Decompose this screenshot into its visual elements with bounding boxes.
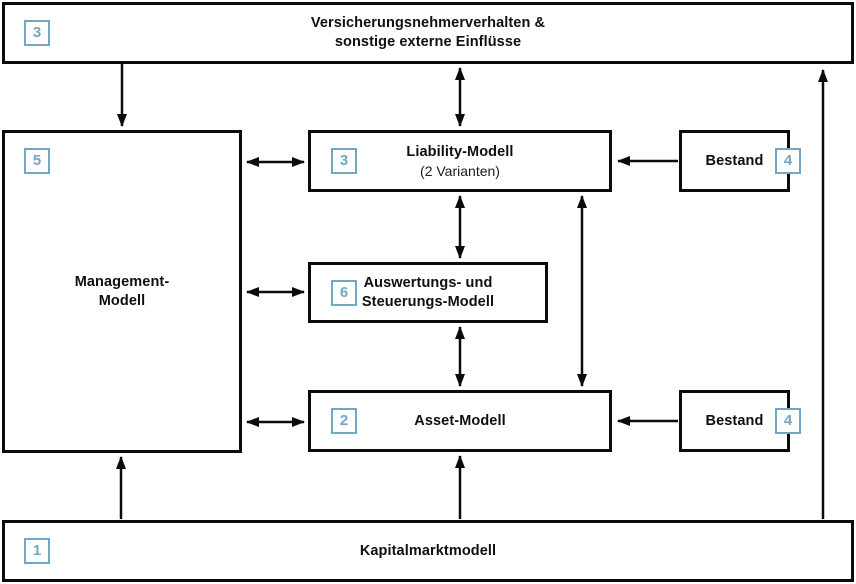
management-model-box: 5 Management- Modell: [2, 130, 242, 453]
capital-market-model-box: 1 Kapitalmarktmodell: [2, 520, 854, 582]
evaluation-model-badge: 6: [331, 279, 357, 306]
external-influences-label-line1: Versicherungsnehmerverhalten &: [310, 15, 546, 31]
evaluation-model-label-line2: Steuerungs-Modell: [361, 293, 495, 310]
bestand-bottom-box: 4 Bestand: [679, 390, 801, 452]
external-influences-box: 3 Versicherungsnehmerverhalten & sonstig…: [2, 2, 854, 64]
liability-model-subtitle: (2 Varianten): [420, 162, 500, 179]
bestand-top-title: Bestand: [705, 152, 764, 169]
liability-model-box: 3 Liability-Modell (2 Varianten): [308, 130, 612, 192]
asset-model-badge: 2: [331, 408, 357, 434]
management-model-label-line2: Modell: [98, 292, 146, 309]
management-model-label-line1: Management-: [74, 273, 170, 290]
bestand-top-box: 4 Bestand: [679, 130, 801, 192]
external-influences-badge: 3: [24, 20, 50, 46]
capital-market-model-badge: 1: [24, 538, 50, 564]
evaluation-model-label-line1: Auswertungs- und: [363, 274, 493, 291]
bestand-bottom-title: Bestand: [705, 412, 764, 429]
external-influences-label-line2: sonstige externe Einflüsse: [334, 34, 522, 50]
asset-model-box: 2 Asset-Modell: [308, 390, 612, 452]
liability-model-title: Liability-Modell: [406, 143, 514, 160]
bestand-bottom-badge: 4: [775, 408, 801, 434]
bestand-top-badge: 4: [775, 148, 801, 174]
management-model-badge: 5: [24, 148, 50, 174]
liability-model-badge: 3: [331, 148, 357, 174]
evaluation-model-box: 6 Auswertungs- und Steuerungs-Modell: [308, 262, 548, 323]
asset-model-title: Asset-Modell: [414, 412, 506, 429]
capital-market-model-title: Kapitalmarktmodell: [359, 542, 497, 559]
